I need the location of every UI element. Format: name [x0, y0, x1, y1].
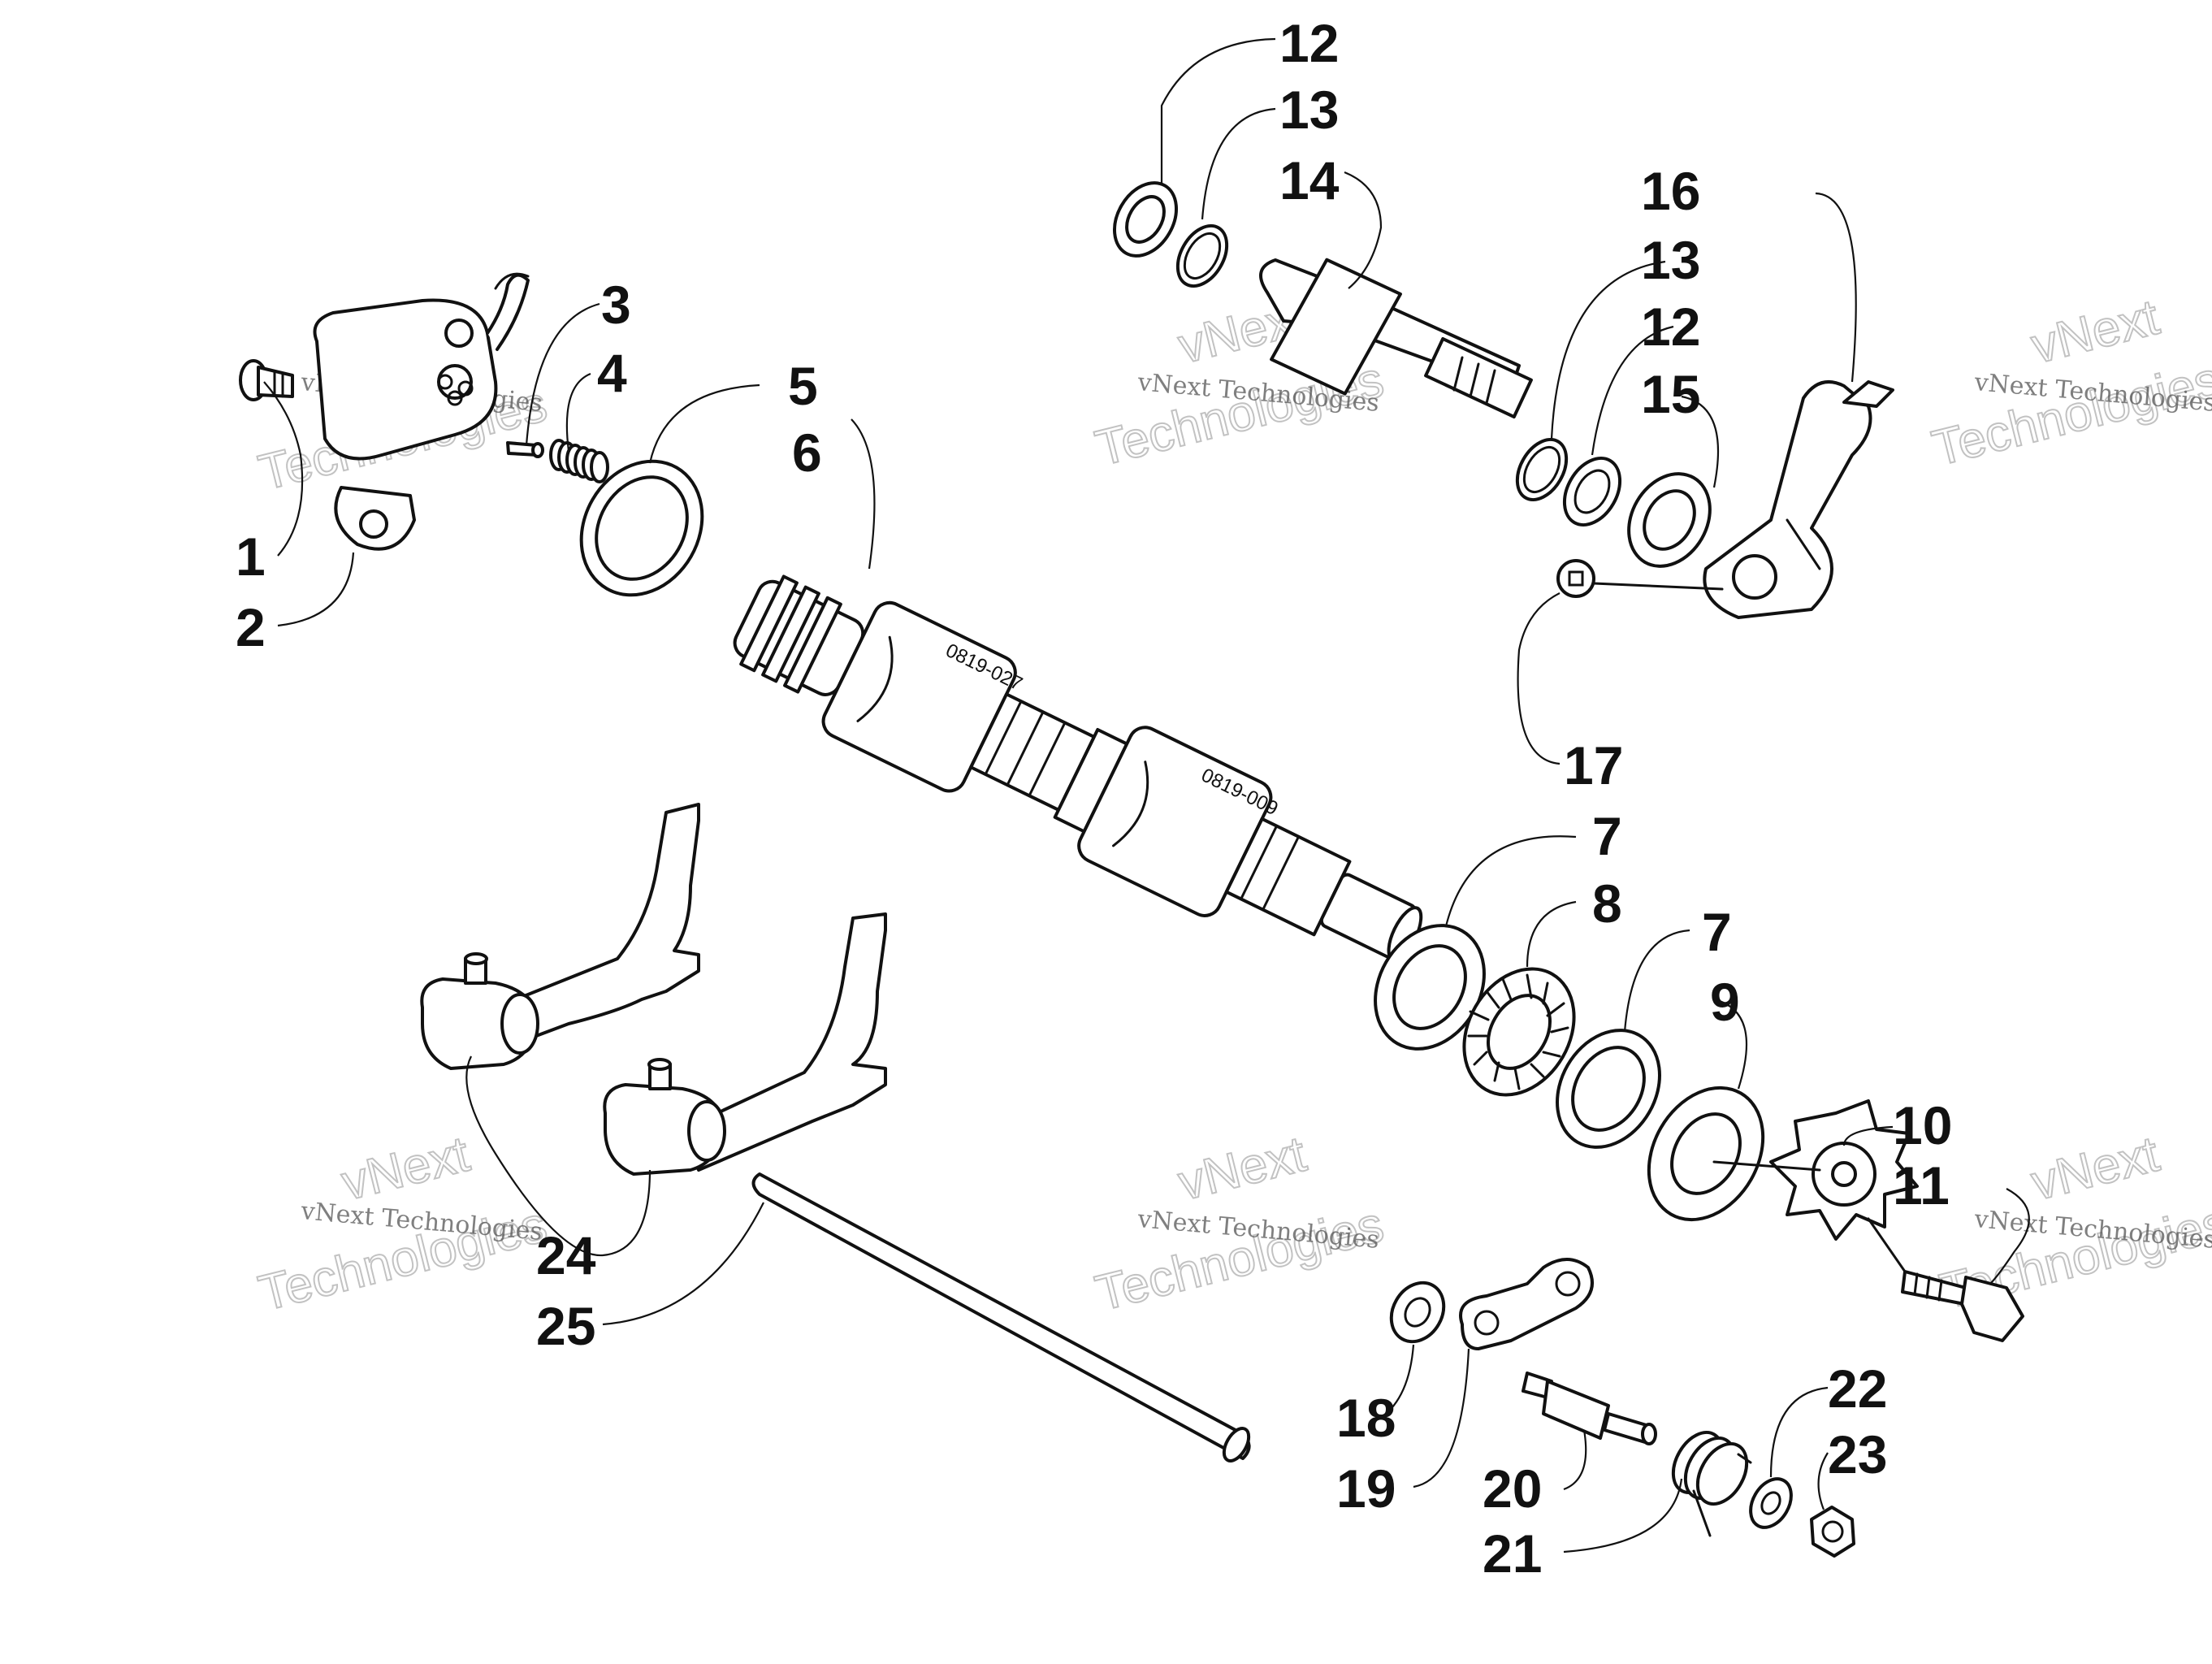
svg-text:vNext: vNext: [2026, 289, 2164, 375]
part-8-thrust-bearing: [1462, 967, 1576, 1097]
callout-9: 9: [1710, 972, 1740, 1032]
part-15-bearing: [1627, 472, 1712, 568]
part-19-stopper-lever: [1459, 1258, 1594, 1350]
part-11-bolt: [1867, 1217, 2024, 1342]
callout-5: 5: [788, 356, 818, 416]
callout-13-top: 13: [1279, 80, 1339, 140]
part-13-circlip-top: [1175, 224, 1229, 288]
callout-22: 22: [1828, 1358, 1887, 1419]
part-23-nut: [1810, 1506, 1855, 1558]
callout-11: 11: [1893, 1155, 1950, 1216]
callout-10: 10: [1893, 1095, 1952, 1155]
callout-13-right: 13: [1641, 230, 1700, 290]
part-24-shift-fork-lower: [603, 912, 887, 1176]
svg-text:Technologies: Technologies: [1927, 352, 2212, 478]
callout-6: 6: [792, 422, 822, 483]
svg-text:vNext: vNext: [2026, 1126, 2164, 1211]
callout-12-top: 12: [1279, 13, 1339, 73]
callout-3: 3: [601, 275, 631, 335]
part-18-washer: [1389, 1280, 1446, 1344]
callout-24: 24: [536, 1225, 596, 1285]
part-7-washer-left: [1374, 924, 1486, 1051]
callout-16: 16: [1641, 161, 1700, 221]
callout-23: 23: [1828, 1424, 1887, 1484]
part-17-bolt: [1556, 559, 1724, 598]
callout-14: 14: [1279, 150, 1340, 210]
callout-12-right: 12: [1641, 297, 1700, 357]
part-21-torsion-spring: [1671, 1431, 1752, 1537]
part-25-fork-shaft: [751, 1172, 1251, 1462]
part-24-shift-fork-upper: [420, 803, 700, 1070]
callout-19: 19: [1336, 1458, 1396, 1519]
part-13-circlip-right: [1515, 438, 1569, 501]
callout-2: 2: [236, 597, 266, 657]
part-14-shift-shaft: [1259, 258, 1533, 419]
callout-4: 4: [597, 343, 627, 403]
part-20-stepped-pin: [1522, 1372, 1657, 1445]
part-12-washer-right: [1562, 457, 1622, 526]
callout-20: 20: [1483, 1458, 1542, 1519]
part-6-shift-drum: 0819-027 0819-009: [733, 574, 1423, 962]
part-10-index-star: [1712, 1099, 1919, 1241]
callout-25: 25: [536, 1296, 595, 1356]
part-7-washer-right: [1556, 1029, 1661, 1149]
callout-15: 15: [1641, 364, 1700, 424]
callout-8: 8: [1592, 873, 1622, 934]
callout-7b: 7: [1702, 902, 1732, 962]
watermark-bottom-left: vNext Technologies vNext Technologies: [253, 1125, 553, 1323]
svg-text:vNext: vNext: [336, 1126, 474, 1211]
svg-text:vNext: vNext: [1173, 1126, 1311, 1211]
callout-numbers: 1 2 3 4 5 6 7 8 7 9 10 11 12 13 14 16 13…: [236, 13, 1952, 1584]
part-22-washer: [1749, 1477, 1793, 1529]
part-2-sensor-housing: [313, 272, 530, 551]
callout-18: 18: [1336, 1388, 1396, 1448]
part-4-spring: [549, 439, 609, 483]
part-12-washer-top: [1113, 181, 1178, 258]
part-16-shift-lever: [1703, 380, 1894, 619]
part-9-washer: [1647, 1086, 1765, 1222]
callout-1: 1: [236, 526, 266, 587]
callout-21: 21: [1483, 1523, 1542, 1584]
watermark-top-right: vNext Technologies vNext Technologies: [1926, 288, 2212, 478]
callout-7a: 7: [1592, 806, 1622, 866]
part-3-pin: [506, 441, 544, 458]
callout-17: 17: [1564, 735, 1623, 795]
watermark-bottom-center: vNext Technologies vNext Technologies: [1089, 1125, 1390, 1323]
part-1-screw: [239, 359, 294, 401]
part-5-washer: [579, 459, 704, 597]
leader-lines: [263, 37, 2030, 1554]
